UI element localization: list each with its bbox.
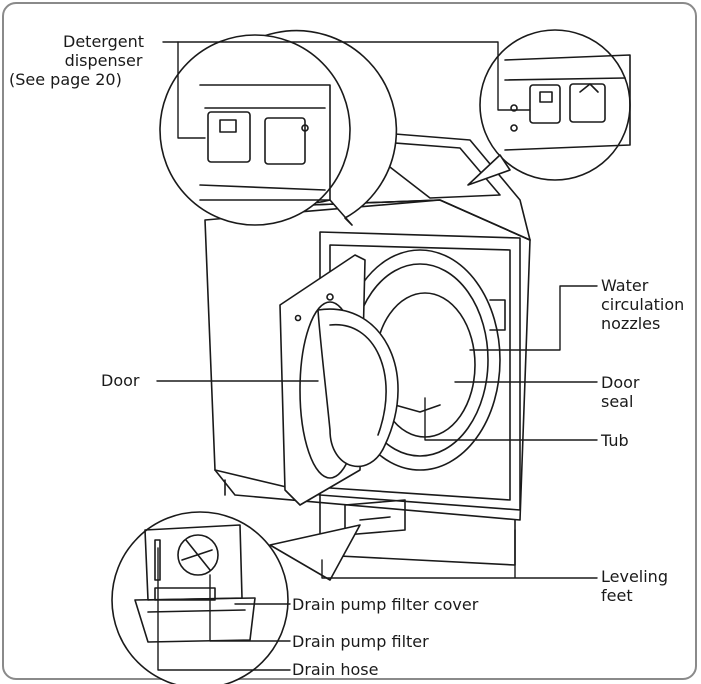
label-water-line1: Water	[601, 276, 649, 295]
label-leveling-feet-line2: feet	[601, 586, 633, 605]
label-tub-text: Tub	[601, 431, 629, 450]
label-drain-pump-filter-cover: Drain pump filter cover	[292, 595, 478, 614]
label-drain-pump-filter-cover-text: Drain pump filter cover	[292, 595, 479, 614]
label-water-line3: nozzles	[601, 314, 661, 333]
zoom-circle-dispenser-right	[467, 29, 631, 186]
label-drain-pump-filter-text: Drain pump filter	[292, 632, 429, 651]
door-panel	[279, 254, 399, 506]
label-detergent-dispenser-line2: dispenser	[64, 51, 143, 70]
label-tub: Tub	[601, 431, 629, 450]
leader-lines	[156, 41, 598, 671]
label-detergent-dispenser-line3: (See page 20)	[9, 70, 122, 89]
label-drain-hose-text: Drain hose	[292, 660, 379, 679]
label-door-seal-line1: Door	[601, 373, 640, 392]
label-drain-hose: Drain hose	[292, 660, 378, 679]
zoom-circle-dispenser-left	[159, 29, 398, 226]
label-detergent-dispenser: Detergent dispenser	[63, 32, 144, 70]
label-leveling-feet-line1: Leveling	[601, 567, 668, 586]
label-detergent-dispenser-line1: Detergent	[63, 32, 144, 51]
label-door: Door	[101, 371, 139, 390]
label-water-circulation-nozzles: Water circulation nozzles	[601, 276, 684, 333]
label-water-line2: circulation	[601, 295, 685, 314]
label-leveling-feet: Leveling feet	[601, 567, 668, 605]
label-see-page: (See page 20)	[9, 70, 122, 89]
label-door-seal-line2: seal	[601, 392, 634, 411]
label-door-text: Door	[101, 371, 140, 390]
label-door-seal: Door seal	[601, 373, 639, 411]
label-drain-pump-filter: Drain pump filter	[292, 632, 429, 651]
